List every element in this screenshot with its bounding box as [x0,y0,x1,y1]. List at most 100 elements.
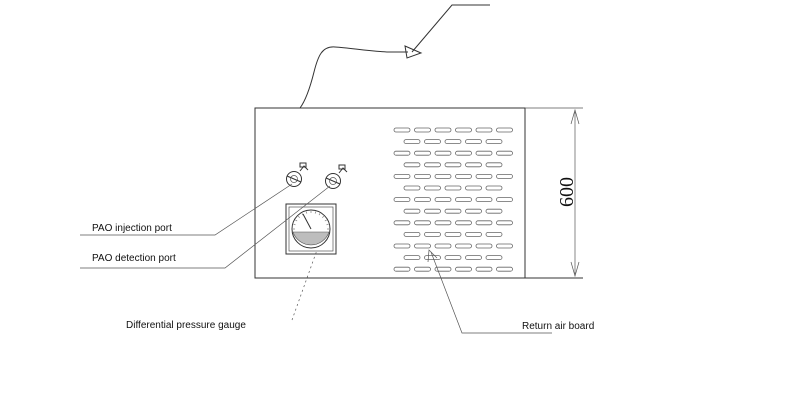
grille-slot [403,208,421,214]
grille-slot [434,127,452,133]
grille-slot [424,208,441,214]
grille-slot [485,255,503,261]
grille-slot [465,185,482,191]
grille-slot [424,185,441,191]
grille-slot [393,243,411,249]
grille-slot [434,197,452,203]
grille-slot [465,139,482,145]
gauge-tick [301,213,304,216]
grille-slot [434,150,452,156]
grille-slot [393,266,411,272]
gauge-tick [314,211,316,214]
grille-slot [434,243,452,249]
grille-slot [403,139,421,145]
gauge-tick [322,216,324,218]
grille-slot [414,197,431,203]
pao-detection-port-fitting [325,164,348,189]
grille-slot [403,231,421,237]
grille-slot [475,220,493,226]
grille-slot [403,162,421,168]
gauge-tick [324,219,327,222]
grille-slot [424,139,441,145]
grille-slot [424,162,441,168]
gauge-tick [293,224,296,226]
leader-pao-injection [80,183,293,236]
grille-slot [393,150,411,156]
grille-slot [444,185,462,191]
grille-slot [465,231,482,237]
gauge-tick [306,211,308,214]
grille-slot [475,173,493,179]
grille-slot [496,173,513,179]
grille-slot [465,208,482,214]
gauge-tick [298,216,300,218]
grille-slot [434,173,452,179]
grille-slot [455,150,472,156]
grille-slot [475,197,493,203]
grille-slot [393,197,411,203]
grille-slot [444,231,462,237]
grille-slot [485,162,503,168]
grille-slot [496,127,513,133]
grille-slot [414,127,431,133]
grille-slot [455,173,472,179]
grille-slot [414,243,431,249]
dim-arrow-top [570,108,580,125]
grille-slot [465,255,482,261]
grille-slot [455,266,472,272]
dim-height-value: 600 [556,177,578,207]
grille-slot [444,208,462,214]
dim-arrow-bottom [570,261,580,278]
grille-slot [393,220,411,226]
grille-slot [485,208,503,214]
label-return-air-board: Return air board [522,321,594,332]
label-pao-injection-port: PAO injection port [92,223,172,234]
grille-slot [444,139,462,145]
grille-slot [393,173,411,179]
grille-slot [455,243,472,249]
grille-slot [403,255,421,261]
grille-slot [485,231,503,237]
hose-arrowhead [404,45,423,59]
grille-slot [475,150,493,156]
leader-return-air-arrow [427,249,438,263]
grille-slot [393,127,411,133]
grille-slot [496,243,513,249]
grille-slot [444,255,462,261]
grille-slot [485,185,503,191]
pao-injection-port-fitting [286,162,309,187]
leader-pao-detection [80,185,331,269]
grille-slot [455,220,472,226]
grille-slot [455,197,472,203]
leader-diff-gauge [291,249,318,321]
grille-slot [414,173,431,179]
grille-slot [496,150,513,156]
hose-cable [299,46,408,109]
grille-slot [414,220,431,226]
grille-slot [465,162,482,168]
grille-slot [496,220,513,226]
grille-slot [475,127,493,133]
grille-slot [434,266,452,272]
grille-slot [444,162,462,168]
return-air-grille [393,127,513,272]
grille-slot [434,220,452,226]
grille-slot [414,150,431,156]
grille-slot [475,243,493,249]
differential-pressure-gauge [285,203,337,255]
label-differential-pressure-gauge: Differential pressure gauge [126,320,246,331]
gauge-tick [295,219,298,222]
grille-slot [403,185,421,191]
grille-slot [496,266,513,272]
leader-return-air [430,251,552,334]
gauge-tick [318,213,321,216]
grille-slot [414,266,431,272]
grille-slot [475,266,493,272]
grille-slot [424,231,441,237]
grille-slot [455,127,472,133]
hose-leader [411,4,490,53]
cabinet-body [254,107,526,279]
grille-slot [496,197,513,203]
